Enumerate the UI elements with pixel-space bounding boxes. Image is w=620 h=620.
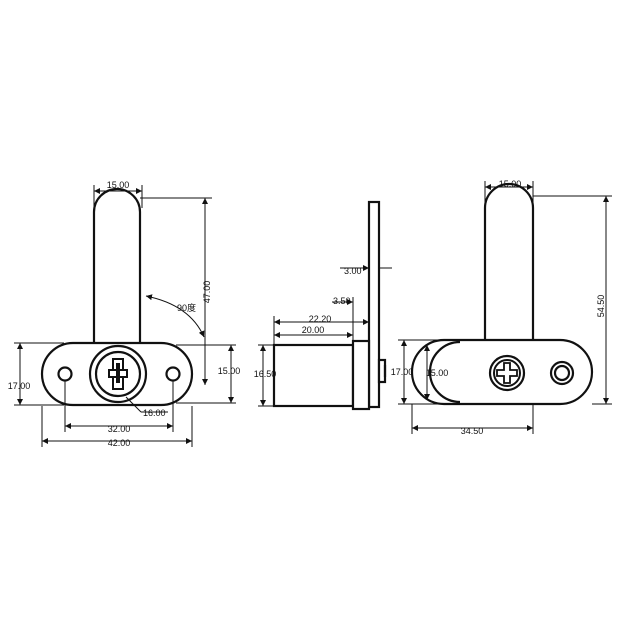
dim-front-top-width: 15.00 (107, 180, 130, 190)
dim-front-hole-spacing: 32.00 (108, 424, 131, 434)
front-arm (92, 187, 142, 364)
back-rivet-inner (553, 364, 571, 382)
lock-cylinder-inner (94, 350, 142, 398)
lock-cylinder-outer (88, 344, 148, 404)
side-cylinder-body (272, 343, 355, 408)
right-mount-hole (165, 366, 181, 382)
back-view: 15.00 54.50 17.00 15.00 34.50 (391, 179, 612, 436)
left-mount-hole (57, 366, 73, 382)
dim-front-arm-length: 47.00 (202, 281, 212, 304)
dim-front-plate-height-left: 17.00 (8, 381, 31, 391)
side-vertical-plate (367, 200, 381, 409)
dim-side-plate-thickness: 3.00 (344, 266, 362, 276)
dim-back-base-width: 34.50 (461, 426, 484, 436)
dim-side-body-length-inner: 20.00 (302, 325, 325, 335)
phillips-screw-icon (488, 354, 526, 392)
dim-side-flange: 3.50 (333, 296, 351, 306)
dim-side-body-length-outer: 22.20 (309, 314, 332, 324)
dim-front-plate-width: 42.00 (108, 438, 131, 448)
dim-side-body-height: 16.50 (254, 369, 277, 379)
dim-front-plate-height-right: 15.00 (218, 366, 241, 376)
dim-front-rotation: 90度 (177, 302, 196, 313)
dim-back-total-height: 54.50 (596, 295, 606, 318)
side-view: 3.00 3.50 22.20 20.00 16.50 (254, 200, 392, 411)
front-view: 15.00 47.00 90度 15.00 17.00 16.00 32.00 … (8, 180, 241, 448)
back-rivet-outer (549, 360, 575, 386)
dim-front-cylinder-dia: 16.00 (143, 408, 166, 418)
side-flange (351, 339, 371, 411)
dim-back-plate-height-left: 17.00 (391, 367, 414, 377)
dim-back-top-width: 15.00 (499, 179, 522, 189)
back-vertical-arm (483, 182, 535, 342)
dim-back-plate-height-inner: 15.00 (426, 368, 449, 378)
keyway-icon (108, 358, 128, 390)
